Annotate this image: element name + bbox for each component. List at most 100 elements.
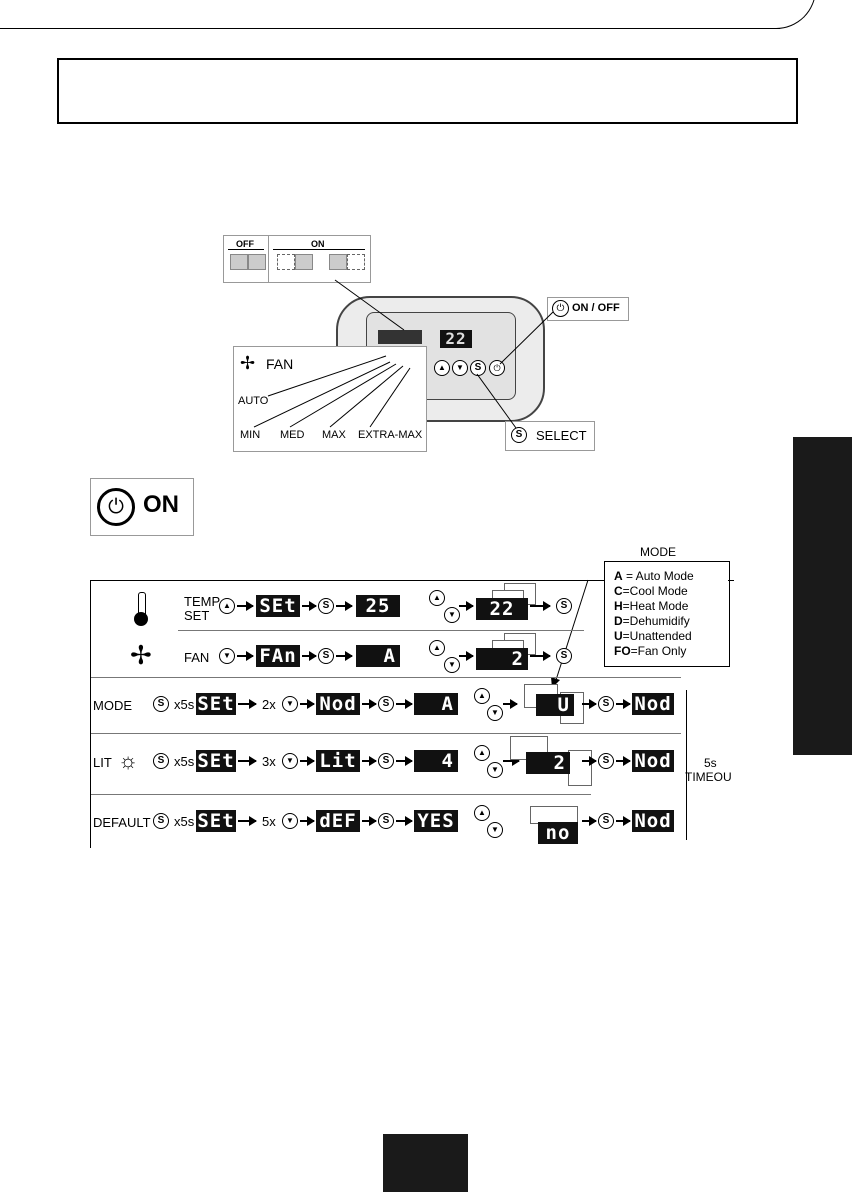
default-arrow-2 [300, 816, 315, 826]
controller-power-button[interactable]: ⏻ [489, 360, 505, 376]
fan-auto-label: AUTO [238, 395, 269, 407]
fan-display-2: 2 [476, 648, 528, 670]
controller-display: 22 [440, 330, 472, 348]
lit-display-2: 2 [526, 752, 570, 774]
temp-up-icon: ▲ [219, 598, 235, 614]
mode-display-mod2: Nod [632, 693, 674, 715]
fan-arrow-5 [530, 651, 551, 661]
lit-down-icon: ▼ [282, 753, 298, 769]
frame-left [90, 580, 91, 848]
mode-item-d: D=Dehumidify [614, 614, 690, 628]
default-up2-icon: ▲ [474, 805, 490, 821]
select-callout: S SELECT [505, 421, 595, 451]
page-number-block [383, 1134, 468, 1192]
top-rule [0, 0, 780, 29]
controller-select-button[interactable]: S [470, 360, 486, 376]
legend-on-label: ON [311, 239, 325, 249]
lit-display-set: SEt [196, 750, 236, 772]
lit-down2-icon: ▼ [487, 762, 503, 778]
default-display-no: no [538, 822, 578, 844]
fan-label: FAN [266, 356, 294, 372]
mode-select-icon: S [153, 696, 169, 712]
temp-display-set: SEt [256, 595, 300, 617]
fan-down2-icon: ▼ [444, 657, 460, 673]
default-display-set: SEt [196, 810, 236, 832]
lit-arrow-3 [362, 756, 377, 766]
temp-display-22: 22 [476, 598, 528, 620]
led-cool-off [230, 254, 248, 270]
power-on-icon: ⏻ [97, 488, 135, 526]
default-arrow-3 [362, 816, 377, 826]
default-arrow-4 [396, 816, 413, 826]
timeout-line2: TIMEOU [685, 770, 732, 784]
temp-down2-icon: ▼ [444, 607, 460, 623]
mode-legend-box: A = Auto Mode C=Cool Mode H=Heat Mode D=… [604, 561, 730, 667]
mode-display-set: SEt [196, 693, 236, 715]
lit-select-icon: S [153, 753, 169, 769]
lit-display-lit: Lit [316, 750, 360, 772]
default-display-def: dEF [316, 810, 360, 832]
fan-med-label: MED [280, 429, 305, 441]
mode-arrow-4 [396, 699, 413, 709]
temp-label: TEMP [184, 594, 221, 609]
controller-down-button[interactable]: ▼ [452, 360, 468, 376]
default-select3-icon: S [598, 813, 614, 829]
fan-select2-icon: S [556, 648, 572, 664]
thermometer-bulb [134, 612, 148, 626]
divider-4 [91, 794, 591, 795]
mode-arrow-3 [362, 699, 377, 709]
mode-item-fo: FO=Fan Only [614, 644, 687, 658]
default-down2-icon: ▼ [487, 822, 503, 838]
lit-select3-icon: S [598, 753, 614, 769]
mode-item-u: U=Unattended [614, 629, 692, 643]
on-off-callout: ⏻ ON / OFF [547, 297, 629, 321]
mode-count: 2x [262, 697, 276, 712]
on-label: ON [143, 491, 179, 518]
frame-top-right [728, 580, 734, 581]
temp-arrow-5 [530, 601, 551, 611]
fan-extra-max-label: EXTRA-MAX [358, 429, 423, 441]
on-box: ⏻ ON [90, 478, 194, 536]
divider-2 [91, 677, 681, 678]
mode-arrow-5 [503, 699, 518, 709]
mode-display-mod: Nod [316, 693, 360, 715]
led-heat-off [248, 254, 266, 270]
mode-arrow-6 [582, 699, 597, 709]
mode-arrow-1 [238, 699, 257, 709]
mode-display-a: A [414, 693, 458, 715]
led-cool-dim [329, 254, 347, 270]
power-icon: ⏻ [552, 300, 569, 317]
default-display-mod: Nod [632, 810, 674, 832]
lit-arrow-4 [396, 756, 413, 766]
led-cool-on [277, 254, 295, 270]
mode-x5s: x5s [174, 697, 195, 712]
temp-up2-icon: ▲ [429, 590, 445, 606]
lit-row-label: LIT [93, 755, 112, 770]
controller-led-block [378, 330, 422, 344]
fan-display-fan: FAn [256, 645, 300, 667]
fan-min-label: MIN [240, 429, 261, 441]
fan-arrow-2 [302, 651, 317, 661]
default-x5s: x5s [174, 814, 195, 829]
lit-select2-icon: S [378, 753, 394, 769]
default-display-yes: YES [414, 810, 458, 832]
mode-item-a: A = Auto Mode [614, 569, 694, 583]
set-label: SET [184, 608, 210, 623]
mode-down2-icon: ▼ [487, 705, 503, 721]
fan-down-icon: ▼ [219, 648, 235, 664]
legend-off-section: OFF [224, 236, 269, 282]
divider-1 [178, 630, 584, 631]
mode-select3-icon: S [598, 696, 614, 712]
led-heat-dim [295, 254, 313, 270]
lit-arrow-6 [582, 756, 597, 766]
timeout-bracket [672, 690, 687, 840]
frame-top-left [90, 580, 604, 581]
lit-arrow-1 [238, 756, 257, 766]
controller-up-button[interactable]: ▲ [434, 360, 450, 376]
mode-down-icon: ▼ [282, 696, 298, 712]
mode-select2-icon: S [378, 696, 394, 712]
fan-arrow-1 [237, 651, 254, 661]
lit-x5s: x5s [174, 754, 195, 769]
on-off-label: ON / OFF [572, 302, 620, 314]
bulb-icon: ☼ [118, 748, 139, 773]
